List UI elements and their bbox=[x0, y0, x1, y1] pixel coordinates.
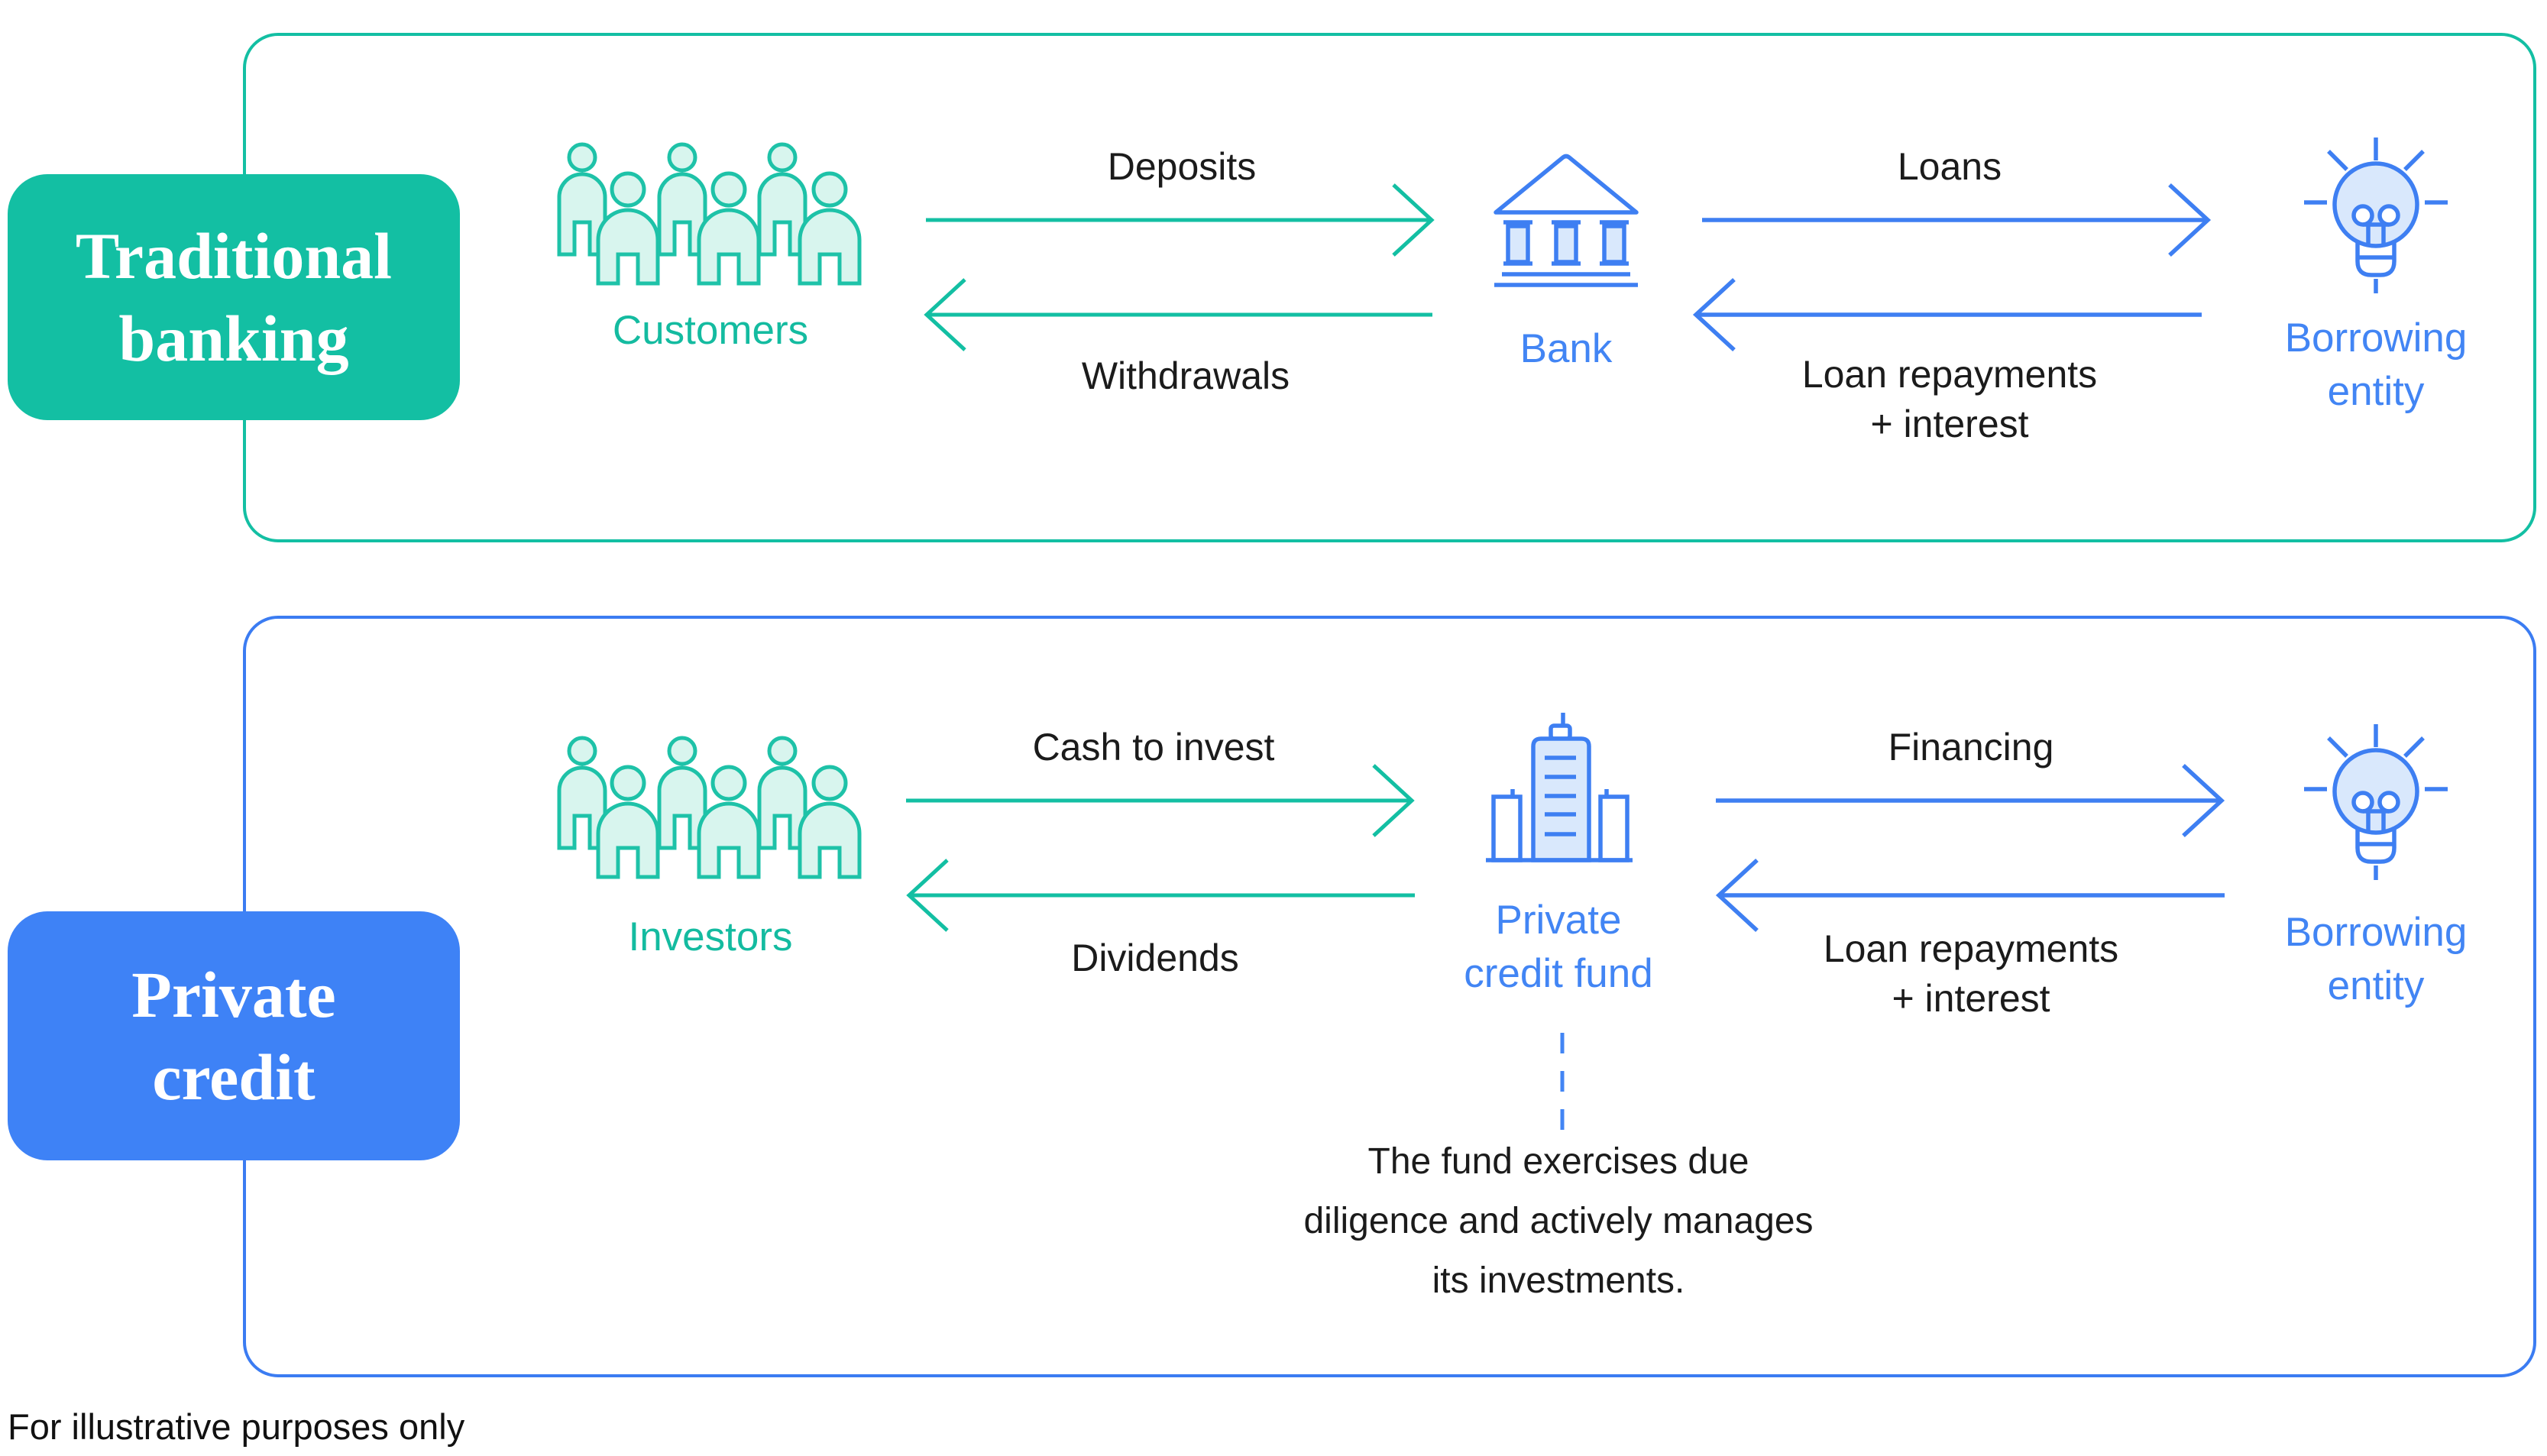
customers-label: Customers bbox=[612, 308, 809, 353]
bank-label: Bank bbox=[1519, 326, 1613, 371]
borrowing-entity-bottom-line1: Borrowing bbox=[2284, 910, 2468, 955]
dividends-label: Dividends bbox=[1071, 937, 1239, 979]
traditional-banking-badge: Traditional banking bbox=[8, 174, 460, 420]
loans-label: Loans bbox=[1897, 145, 2002, 188]
loans-arrow-icon bbox=[1702, 183, 2212, 257]
customers-group-icon bbox=[557, 142, 862, 286]
disclaimer-text: For illustrative purposes only bbox=[8, 1406, 465, 1447]
borrowing-entity-label-top: Borrowing entity bbox=[2223, 312, 2529, 419]
deposits-arrow-icon bbox=[926, 183, 1435, 257]
fund-note-line1: The fund exercises due bbox=[1367, 1141, 1749, 1182]
loan-repayments-arrow-icon-bottom bbox=[1715, 858, 2225, 933]
borrowing-entity-bottom-line2: entity bbox=[2327, 963, 2425, 1009]
fund-note-line3: its investments. bbox=[1432, 1260, 1685, 1301]
traditional-banking-badge-line2: banking bbox=[118, 302, 349, 375]
investors-group-icon bbox=[557, 736, 862, 879]
loan-repayments-label: Loan repayments + interest bbox=[1720, 350, 2179, 449]
loan-repayments-bottom-line1: Loan repayments bbox=[1823, 927, 2119, 970]
private-credit-fund-label-line2: credit fund bbox=[1464, 951, 1653, 997]
private-credit-fund-label: Private credit fund bbox=[1367, 894, 1749, 1001]
cash-to-invest-label: Cash to invest bbox=[1032, 726, 1275, 768]
private-credit-fund-label-line1: Private bbox=[1495, 898, 1622, 943]
withdrawals-label: Withdrawals bbox=[1081, 354, 1290, 397]
private-credit-fund-icon bbox=[1486, 713, 1633, 862]
financing-label: Financing bbox=[1888, 726, 2054, 768]
private-credit-badge-line1: Private bbox=[131, 957, 336, 1031]
loan-repayments-label-bottom: Loan repayments + interest bbox=[1742, 924, 2200, 1024]
bank-icon bbox=[1494, 154, 1639, 287]
borrowing-entity-top-line2: entity bbox=[2327, 369, 2425, 415]
traditional-banking-badge-line1: Traditional bbox=[75, 218, 393, 293]
borrowing-entity-label-bottom: Borrowing entity bbox=[2223, 906, 2529, 1014]
loan-repayments-label-line1: Loan repayments bbox=[1801, 353, 2098, 396]
borrowing-entity-top-line1: Borrowing bbox=[2284, 315, 2468, 361]
loan-repayments-label-line2: + interest bbox=[1870, 403, 2029, 445]
fund-note-connector-line bbox=[1560, 1033, 1565, 1138]
deposits-label: Deposits bbox=[1107, 145, 1257, 188]
private-credit-badge-line2: credit bbox=[152, 1040, 316, 1114]
loan-repayments-arrow-icon bbox=[1692, 277, 2202, 352]
borrowing-entity-bulb-icon-bottom bbox=[2304, 724, 2448, 880]
borrowing-entity-bulb-icon bbox=[2304, 138, 2448, 293]
private-credit-badge: Private credit bbox=[8, 911, 460, 1160]
cash-to-invest-arrow-icon bbox=[906, 764, 1415, 837]
financing-arrow-icon bbox=[1716, 763, 2225, 838]
investors-label: Investors bbox=[628, 914, 793, 959]
fund-note: The fund exercises due diligence and act… bbox=[1253, 1132, 1864, 1310]
fund-note-line2: diligence and actively manages bbox=[1303, 1200, 1814, 1241]
dividends-arrow-icon bbox=[906, 859, 1415, 932]
loan-repayments-bottom-line2: + interest bbox=[1892, 977, 2050, 1020]
withdrawals-arrow-icon bbox=[924, 278, 1432, 351]
